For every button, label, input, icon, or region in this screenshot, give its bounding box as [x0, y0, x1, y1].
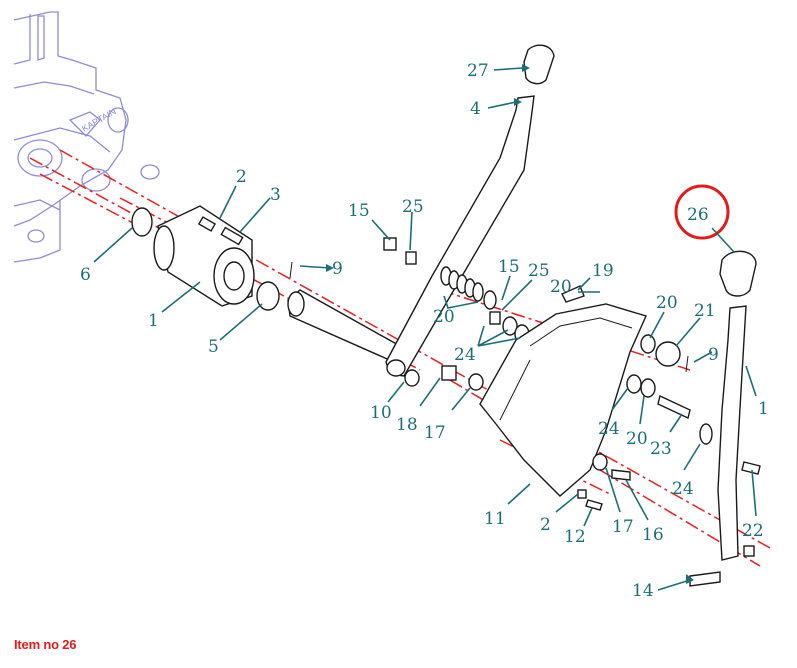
disc-21: [655, 341, 681, 367]
callout-12: 12: [564, 527, 586, 547]
callout-27: 27: [467, 61, 489, 81]
nut-15a: [383, 237, 397, 251]
callout-23: 23: [650, 439, 672, 459]
quadrant-plate-11: [479, 303, 647, 497]
washer-24e: [699, 423, 713, 445]
spring-25b: [489, 311, 501, 325]
callout-22: 22: [742, 521, 764, 541]
shaft: [287, 289, 401, 363]
roll-pin-9a: [289, 261, 293, 279]
bolt-23: [657, 395, 691, 419]
washer-10: [404, 369, 420, 387]
callout-14: 14: [632, 581, 654, 601]
callout-15-top: 15: [348, 201, 370, 221]
callout-9-right: 9: [708, 345, 719, 365]
bolt-14: [689, 571, 721, 587]
callout-2-top: 2: [236, 167, 247, 187]
washer-20b: [640, 334, 656, 354]
bolt-22: [741, 461, 761, 475]
callout-26: 26: [687, 205, 709, 225]
callout-18: 18: [396, 415, 418, 435]
callout-5: 5: [208, 337, 219, 357]
callout-1-right: 1: [758, 399, 769, 419]
washer-24d: [626, 374, 642, 394]
callout-15-mid: 15: [498, 257, 520, 277]
callout-6: 6: [80, 265, 91, 285]
bolt-12: [585, 499, 603, 511]
nut-18: [441, 365, 457, 381]
washer-stack-20: [440, 266, 484, 302]
callout-20-left: 20: [433, 307, 455, 327]
callout-1-left: 1: [148, 311, 159, 331]
callout-leaders: [93, 67, 757, 591]
callout-17-low: 17: [612, 517, 634, 537]
callout-17-left: 17: [424, 423, 446, 443]
washer-17a: [468, 373, 484, 391]
bolt-16: [611, 469, 631, 481]
callout-24-low: 24: [672, 479, 694, 499]
spring-25a: [405, 251, 417, 265]
callout-20-mid: 20: [550, 277, 572, 297]
washer-20c: [640, 378, 656, 398]
callout-25-top: 25: [402, 197, 424, 217]
callout-21: 21: [694, 301, 716, 321]
o-ring-6: [131, 207, 153, 237]
callout-19: 19: [592, 261, 614, 281]
washer-24a: [483, 290, 497, 310]
callout-9-left: 9: [332, 259, 343, 279]
knob-26: [719, 250, 757, 297]
bushing-2b: [577, 489, 587, 499]
callout-24-mid: 24: [454, 345, 476, 365]
leader-arrowheads: [326, 64, 694, 584]
callout-20-right: 20: [656, 293, 678, 313]
roll-pin-9b: [685, 355, 689, 373]
item-caption: Item no 26: [14, 637, 77, 652]
callout-4: 4: [470, 99, 481, 119]
bushing-2: [197, 216, 217, 232]
o-ring-5: [256, 281, 280, 311]
callout-20-low: 20: [626, 429, 648, 449]
right-lever-1: [717, 305, 747, 561]
washer-17b: [592, 453, 608, 471]
pin-3: [220, 226, 244, 246]
callout-24-right: 24: [598, 419, 620, 439]
callout-11: 11: [484, 509, 506, 529]
callout-2-low: 2: [540, 515, 551, 535]
knob-27: [523, 44, 555, 85]
callout-3: 3: [270, 185, 281, 205]
callout-16: 16: [642, 525, 664, 545]
lever-arm-4: [385, 95, 535, 377]
callout-labels: 27 4 26 15 25 2 3 6 9 1 5 20 15 25 20 19…: [80, 61, 769, 601]
callout-10: 10: [370, 403, 392, 423]
callout-25-mid: 25: [528, 261, 550, 281]
nut-14: [743, 545, 755, 557]
highlight-circle-26: [674, 184, 730, 240]
